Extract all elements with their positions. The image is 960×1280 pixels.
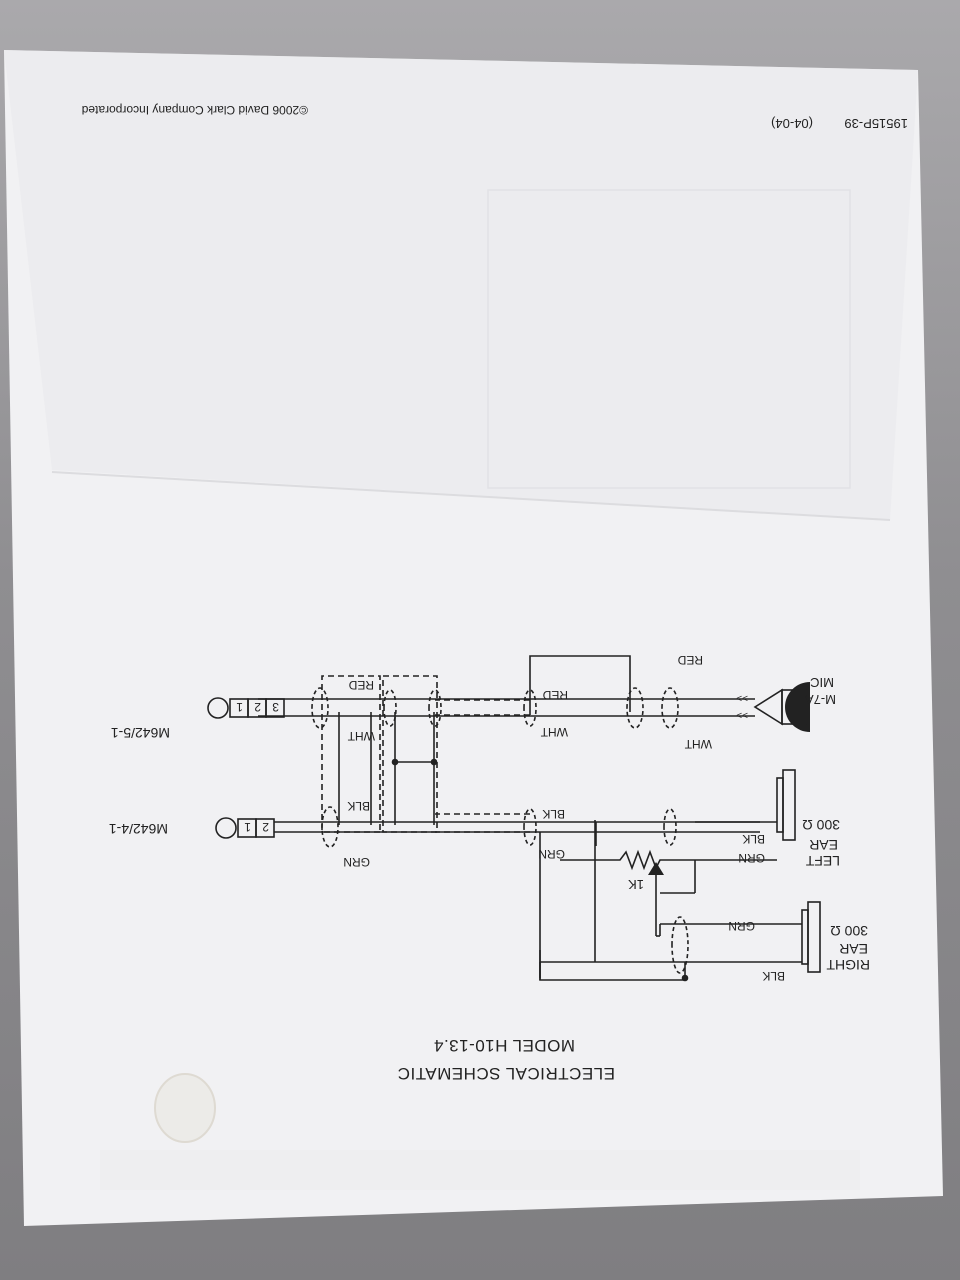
left-ear-label: LEFT — [805, 853, 840, 869]
connector-4-pin-2: 2 — [262, 820, 269, 834]
wire-label-grn-right: GRN — [343, 855, 370, 869]
schematic-title: ELECTRICAL SCHEMATIC — [397, 1064, 615, 1083]
copyright-text: ©2006 David Clark Company Incorporated — [82, 103, 308, 117]
wire-label-red-top: RED — [677, 653, 703, 667]
connector-4-name: M642/4-1 — [109, 821, 168, 837]
paper-fold — [4, 50, 918, 520]
wire-label-red-conn: RED — [348, 678, 374, 692]
connector-m642-4-1: 2 1 M642/4-1 — [109, 817, 275, 839]
svg-text:>>: >> — [736, 692, 748, 703]
connector-5-pin-3: 3 — [272, 700, 279, 714]
left-ear-label-2: EAR — [809, 837, 838, 853]
wire-label-wht-mic: WHT — [684, 737, 712, 751]
schematic-model: MODEL H10-13.4 — [434, 1036, 575, 1055]
right-ear-label: RIGHT — [826, 957, 870, 973]
wire-label-wht-conn: WHT — [347, 729, 375, 743]
schematic: MIC M-7A >> >> RED WHT RED WHT RED WHT — [109, 653, 870, 983]
wire-label-red-mid: RED — [542, 688, 568, 702]
right-ear-label-2: EAR — [839, 941, 868, 957]
wire-label-blk-right: BLK — [347, 799, 370, 813]
connector-m642-5-1: 3 2 1 M642/5-1 — [111, 697, 285, 741]
connector-5-pin-1: 1 — [236, 700, 243, 714]
wire-label-blk-left: BLK — [742, 832, 765, 846]
wire-label-blk-conn: BLK — [542, 807, 565, 821]
connector-4-pin-1: 1 — [244, 820, 251, 834]
right-ear-impedance: 300 Ω — [830, 923, 868, 939]
wire-label-grn-conn: GRN — [538, 847, 565, 861]
bleed-through-table — [487, 189, 851, 489]
wire-label-grn-left: GRN — [738, 851, 765, 865]
wire-label-grn-right-ear: GRN — [728, 919, 755, 933]
mic-label: MIC — [810, 675, 834, 690]
connector-5-name: M642/5-1 — [111, 725, 170, 741]
connector-5-pin-2: 2 — [254, 700, 261, 714]
svg-text:>>: >> — [736, 709, 748, 720]
pot-label: 1K — [628, 877, 644, 892]
wire-label-wht-mid: WHT — [540, 725, 568, 739]
revision: (04-04) — [771, 116, 813, 131]
left-ear-impedance: 300 Ω — [802, 817, 840, 833]
stain — [154, 1073, 216, 1143]
mic-symbol — [753, 682, 810, 732]
wire-label-blk-right-ear: BLK — [762, 969, 785, 983]
part-number: 19515P-39 — [844, 116, 908, 131]
mic-model: M-7A — [805, 692, 836, 707]
